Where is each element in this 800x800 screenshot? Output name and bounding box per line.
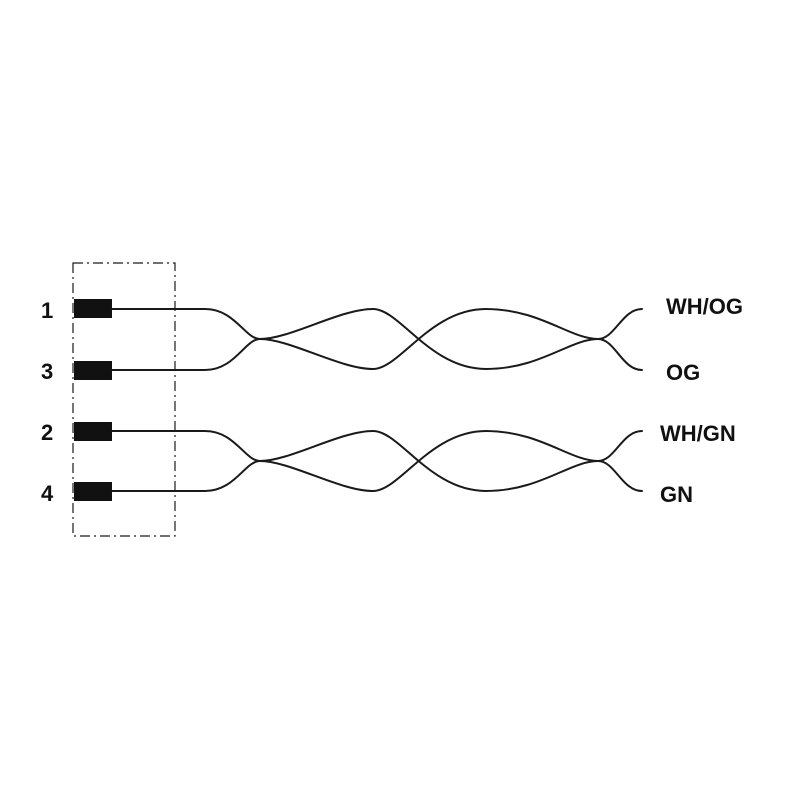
wire-pin-2 — [111, 429, 643, 493]
pin-contact-1 — [74, 299, 112, 318]
wire-pin-1 — [111, 307, 643, 371]
wire-label-wh-og: WH/OG — [666, 294, 743, 319]
wire-pin-4 — [111, 429, 643, 493]
connector-housing — [72, 262, 176, 537]
wire-pin-3 — [111, 307, 643, 371]
pin-number-3: 3 — [41, 359, 53, 384]
pin-contact-2 — [74, 422, 112, 441]
pin-number-2: 2 — [41, 420, 53, 445]
pin-number-4: 4 — [41, 481, 54, 506]
wire-label-og: OG — [666, 360, 700, 385]
wire-label-wh-gn: WH/GN — [660, 421, 736, 446]
pin-contact-3 — [74, 361, 112, 380]
pin-contact-4 — [74, 482, 112, 501]
wire-label-gn: GN — [660, 482, 693, 507]
pin-number-1: 1 — [41, 298, 53, 323]
